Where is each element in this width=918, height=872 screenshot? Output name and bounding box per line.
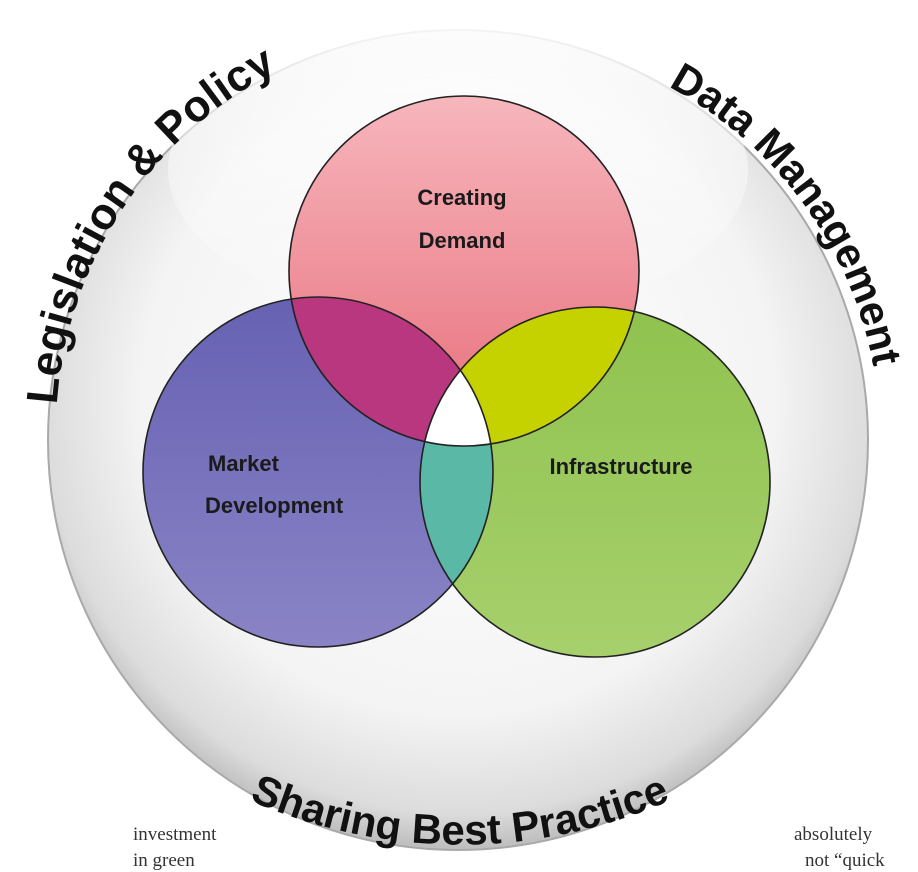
outline-left <box>142 296 494 648</box>
label-creating: Creating <box>417 185 506 210</box>
label-market: Market <box>208 451 280 476</box>
outline-right <box>419 306 771 658</box>
overlap-top-left <box>289 297 493 446</box>
label-development: Development <box>205 493 344 518</box>
text-fragment-left-2: in green <box>133 850 195 871</box>
overlap-top-right <box>420 307 639 446</box>
label-demand: Demand <box>419 228 506 253</box>
label-infrastructure: Infrastructure <box>549 454 692 479</box>
text-fragment-right-1: absolutely <box>794 824 873 845</box>
text-fragment-right-2: not “quick <box>805 850 885 871</box>
text-fragment-left-1: investment <box>133 824 217 845</box>
outline-top <box>288 95 640 447</box>
